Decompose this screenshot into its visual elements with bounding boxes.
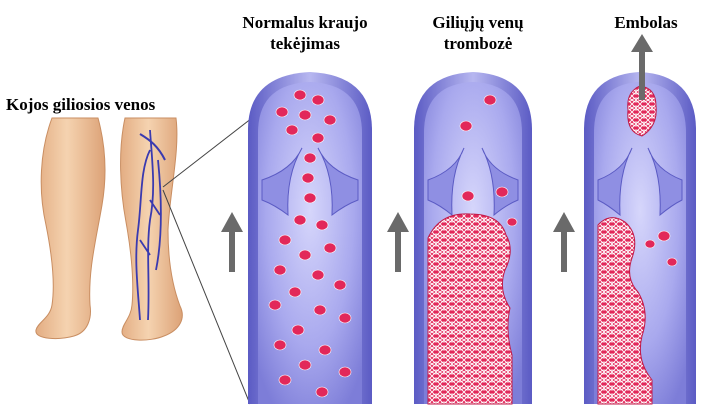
flow-arrow-icon [387,212,409,272]
flow-arrow-icon [221,212,243,272]
label-embolus: Embolas [598,12,694,33]
leg-illustration [36,118,182,340]
thrombus [428,214,512,404]
vein-panel-normal [248,72,372,404]
label-dvt: Giliųjų venų trombozė [418,12,538,54]
vein-panel-embolus [584,72,696,404]
vein-panel-dvt [414,72,532,404]
label-normal-flow: Normalus kraujo tekėjimas [222,12,388,54]
label-deep-leg-veins: Kojos giliosios venos [6,94,155,115]
flow-arrow-icon [553,212,575,272]
leg-left [36,118,105,338]
